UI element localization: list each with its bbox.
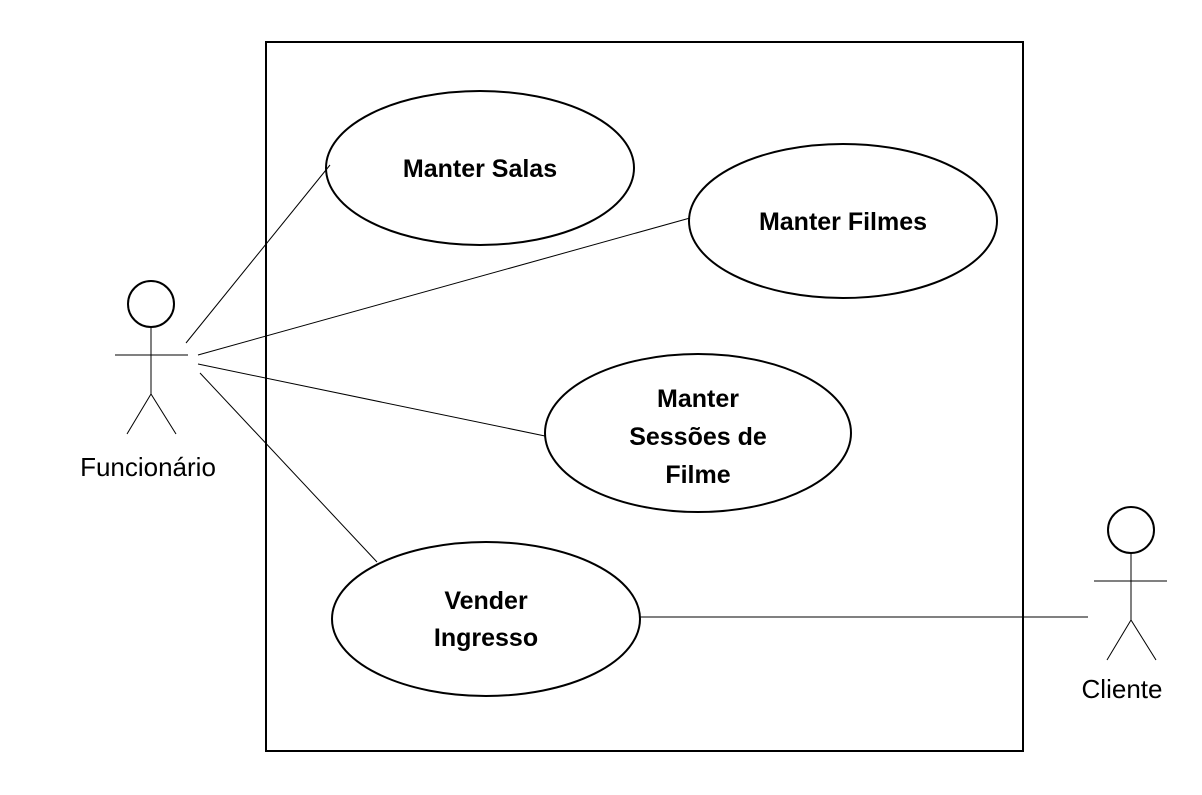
use-case-ellipse — [325, 90, 635, 246]
use-case-label-line-3: Filme — [665, 461, 730, 489]
use-case-ellipse — [544, 353, 852, 513]
system-boundary — [265, 41, 1024, 752]
actor-label: Cliente — [1082, 674, 1163, 704]
use-case-manter-filmes[interactable]: Manter Filmes — [688, 143, 998, 299]
use-case-manter-salas[interactable]: Manter Salas — [325, 90, 635, 246]
use-case-label-line-1: Vender — [444, 587, 528, 615]
use-case-manter-sessoes[interactable]: Manter Sessões de Filme — [544, 353, 852, 513]
use-case-ellipse — [688, 143, 998, 299]
stick-figure-icon — [1094, 506, 1167, 661]
association-funcionario-manter-sessoes — [197, 363, 546, 437]
use-case-vender-ingresso[interactable]: Vender Ingresso — [331, 541, 641, 697]
use-case-label: Manter Salas — [403, 155, 557, 183]
use-case-label: Manter Filmes — [759, 208, 927, 236]
association-funcionario-manter-salas — [185, 164, 331, 344]
association-funcionario-manter-filmes — [197, 217, 691, 356]
use-case-ellipse — [331, 541, 641, 697]
use-case-label-line-2: Ingresso — [434, 624, 538, 652]
actor-cliente[interactable]: Cliente — [1082, 506, 1167, 704]
actor-label: Funcionário — [80, 452, 216, 482]
use-case-label-line-2: Sessões de — [629, 423, 767, 451]
use-case-label-line-1: Manter — [657, 385, 739, 413]
association-funcionario-vender-ingresso — [199, 372, 378, 563]
stick-figure-icon — [115, 280, 188, 435]
actor-funcionario[interactable]: Funcionário — [80, 280, 216, 482]
